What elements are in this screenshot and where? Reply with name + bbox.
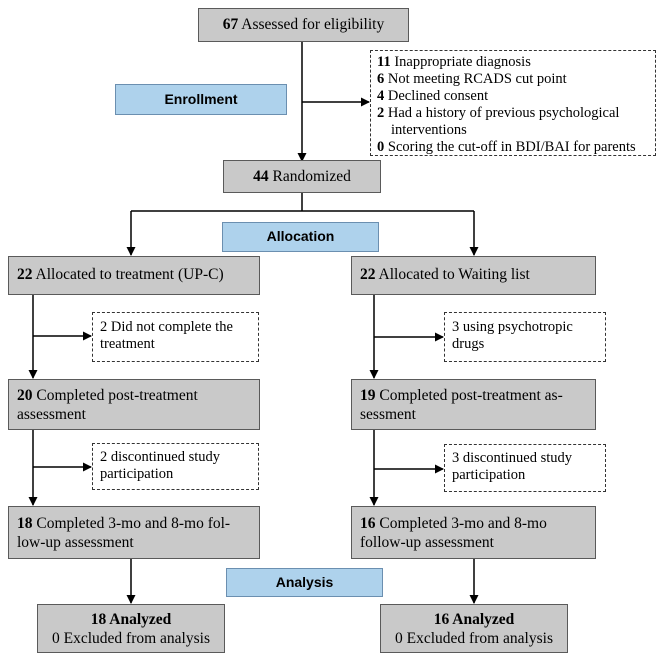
left-dropout2-line2: participation: [100, 466, 174, 482]
left-followup-line1: Completed 3-mo and 8-mo fol-: [36, 515, 231, 532]
right-dropout1-line2: drugs: [452, 336, 485, 352]
assessed-count: 67: [222, 16, 239, 33]
left-followup-box: 18 Completed 3-mo and 8-mo fol- low-up a…: [8, 506, 260, 559]
analysis-label: Analysis: [226, 568, 383, 597]
left-allocated-box: 22 Allocated to treatment (UP-C): [8, 256, 260, 295]
exclusion-item-continuation: interventions: [391, 122, 467, 138]
exclusions-box: 11 Inappropriate diagnosis 6 Not meeting…: [370, 50, 656, 156]
right-post-line2: sessment: [360, 406, 416, 423]
right-dropout2-box: 3 discontinued study participation: [444, 444, 606, 492]
right-followup-count: 16: [360, 515, 376, 532]
left-allocated-count: 22: [17, 266, 33, 283]
exclusion-item: 0 Scoring the cut-off in BDI/BAI for par…: [377, 139, 636, 155]
assessed-box: 67 Assessed for eligibility: [198, 8, 409, 42]
randomized-box: 44 Randomized: [223, 160, 381, 193]
randomized-count: 44: [253, 168, 269, 185]
left-dropout1-line1: 2 Did not complete the: [100, 319, 233, 335]
left-post-count: 20: [17, 387, 33, 404]
left-post-line1: Completed post-treatment: [36, 387, 198, 404]
enrollment-label: Enrollment: [115, 84, 287, 115]
left-analyzed-sub: 0 Excluded from analysis: [52, 630, 210, 647]
allocation-label: Allocation: [222, 222, 379, 252]
left-dropout1-box: 2 Did not complete the treatment: [92, 312, 259, 362]
right-followup-line1: Completed 3-mo and 8-mo: [379, 515, 547, 532]
left-post-line2: assessment: [17, 406, 86, 423]
right-allocated-box: 22 Allocated to Waiting list: [351, 256, 596, 295]
exclusion-item: 2 Had a history of previous psychologica…: [377, 105, 620, 121]
right-allocated-label: Allocated to Waiting list: [378, 266, 530, 283]
right-post-count: 19: [360, 387, 376, 404]
left-analyzed-title: 18 Analyzed: [90, 611, 172, 628]
right-allocated-count: 22: [360, 266, 376, 283]
right-dropout1-box: 3 using psychotropic drugs: [444, 312, 606, 362]
right-followup-box: 16 Completed 3-mo and 8-mo follow-up ass…: [351, 506, 596, 559]
exclusion-item: 6 Not meeting RCADS cut point: [377, 71, 567, 87]
exclusion-item: 11 Inappropriate diagnosis: [377, 54, 531, 70]
right-dropout2-line1: 3 discontinued study: [452, 450, 573, 466]
right-followup-line2: follow-up assessment: [360, 534, 494, 551]
right-analyzed-title: 16 Analyzed: [433, 611, 515, 628]
left-post-box: 20 Completed post-treatment assessment: [8, 379, 260, 430]
left-allocated-label: Allocated to treatment (UP-C): [35, 266, 224, 283]
randomized-label: Randomized: [272, 168, 351, 185]
right-dropout2-line2: participation: [452, 467, 526, 483]
left-dropout1-line2: treatment: [100, 336, 155, 352]
left-followup-count: 18: [17, 515, 33, 532]
right-analyzed-box: 16 Analyzed 0 Excluded from analysis: [380, 604, 568, 653]
exclusion-item: 4 Declined consent: [377, 88, 489, 104]
right-post-box: 19 Completed post-treatment as- sessment: [351, 379, 596, 430]
left-followup-line2: low-up assessment: [17, 534, 134, 551]
right-analyzed-sub: 0 Excluded from analysis: [395, 630, 553, 647]
right-post-line1: Completed post-treatment as-: [379, 387, 563, 404]
left-dropout2-box: 2 discontinued study participation: [92, 443, 259, 490]
left-analyzed-box: 18 Analyzed 0 Excluded from analysis: [37, 604, 225, 653]
left-dropout2-line1: 2 discontinued study: [100, 449, 221, 465]
right-dropout1-line1: 3 using psychotropic: [452, 319, 573, 335]
assessed-label: Assessed for eligibility: [241, 16, 385, 33]
